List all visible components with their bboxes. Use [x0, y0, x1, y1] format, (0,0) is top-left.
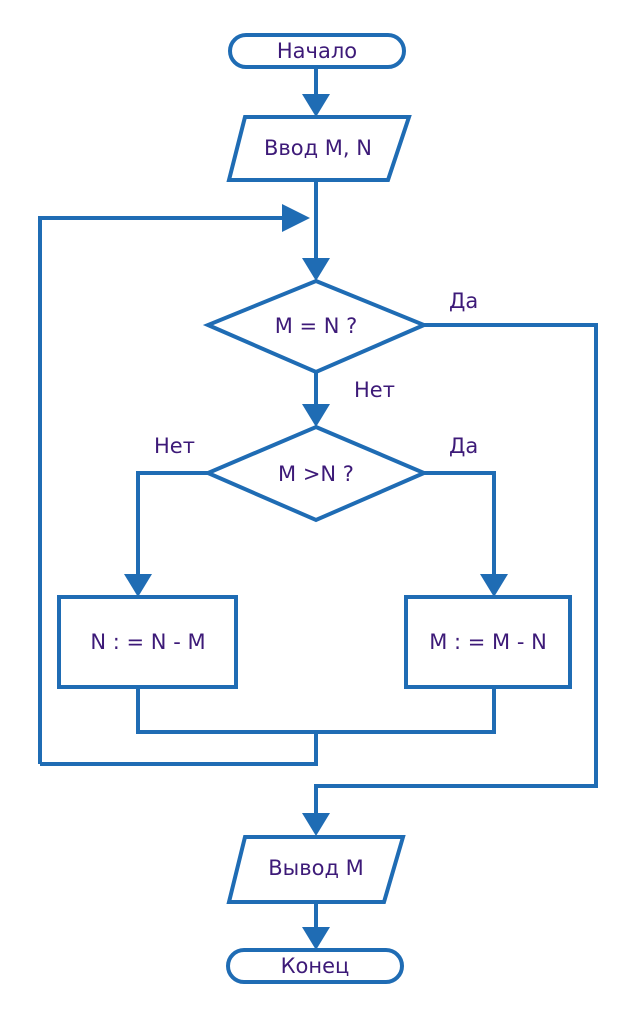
connectors	[38, 67, 598, 950]
node-input-label: Ввод M, N	[264, 136, 372, 160]
terminator-shape	[226, 948, 404, 984]
edge-label-equal-no: Нет	[354, 378, 395, 402]
node-cond-equal[interactable]: M = N ?	[202, 278, 430, 375]
arrowhead-cond-greater	[302, 404, 330, 427]
edge-loop-back	[38, 216, 285, 764]
node-start[interactable]: Начало	[228, 33, 406, 69]
node-cond-greater-label: M >N ?	[278, 462, 354, 486]
arrowhead-output	[302, 813, 330, 836]
arrowhead-proc-n	[124, 574, 152, 597]
node-cond-equal-label: M = N ?	[275, 314, 358, 338]
edge-merge-to-loop	[40, 732, 318, 766]
parallelogram-shape	[226, 115, 412, 182]
node-cond-greater[interactable]: M >N ?	[202, 424, 430, 523]
arrowhead-start-input	[302, 94, 330, 117]
edge-label-equal-yes: Да	[449, 289, 478, 313]
node-end[interactable]: Конец	[226, 948, 404, 984]
terminator-shape	[228, 33, 406, 69]
rectangle-shape	[404, 595, 572, 689]
edge-cond-greater-yes	[424, 471, 496, 582]
node-input[interactable]: Ввод M, N	[226, 115, 412, 182]
node-proc-m[interactable]: M : = M - N	[404, 595, 572, 689]
arrowhead-loop-back	[282, 204, 310, 232]
edge-label-greater-no: Нет	[154, 434, 195, 458]
node-output-label: Вывод M	[268, 856, 364, 880]
edge-merge	[136, 687, 496, 734]
diamond-shape	[202, 278, 430, 375]
parallelogram-shape	[226, 835, 406, 904]
arrowhead-end	[302, 927, 330, 950]
node-output[interactable]: Вывод M	[226, 835, 406, 904]
edge-cond-equal-yes	[314, 323, 598, 820]
arrowhead-input-cond-equal	[302, 258, 330, 281]
diamond-shape	[202, 424, 430, 523]
node-proc-m-label: M : = M - N	[429, 630, 547, 654]
node-proc-n-label: N : = N - M	[90, 630, 205, 654]
edge-label-greater-yes: Да	[449, 434, 478, 458]
edge-cond-greater-no	[136, 471, 208, 582]
node-end-label: Конец	[281, 954, 350, 978]
node-start-label: Начало	[277, 39, 357, 63]
node-proc-n[interactable]: N : = N - M	[57, 595, 238, 689]
rectangle-shape	[57, 595, 238, 689]
arrowhead-proc-m	[480, 574, 508, 597]
